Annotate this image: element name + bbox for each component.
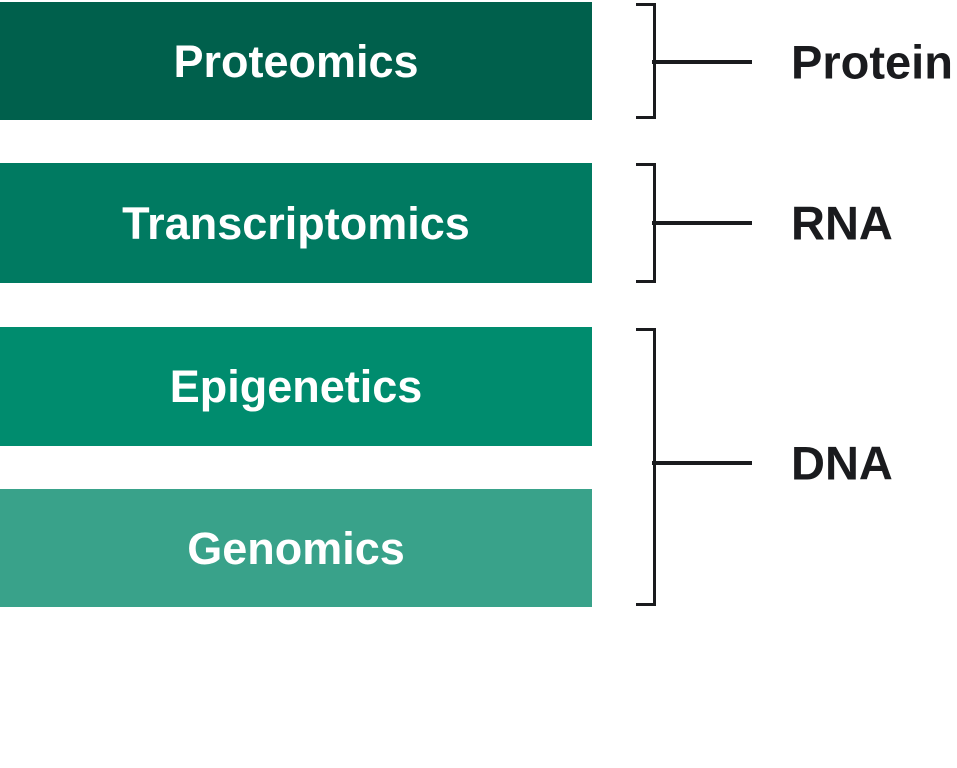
bar-proteomics-label: Proteomics [173, 35, 419, 87]
group-label-protein: Protein [791, 35, 953, 89]
bar-proteomics: Proteomics [0, 2, 592, 120]
bracket-arm-protein [652, 60, 752, 64]
group-label-dna: DNA [791, 436, 893, 490]
bracket-dna [636, 328, 656, 606]
bar-transcriptomics: Transcriptomics [0, 163, 592, 283]
bar-genomics-label: Genomics [187, 522, 405, 574]
bar-transcriptomics-label: Transcriptomics [122, 197, 470, 249]
bracket-arm-dna [652, 461, 752, 465]
bar-genomics: Genomics [0, 489, 592, 607]
group-label-rna: RNA [791, 196, 893, 250]
bar-epigenetics-label: Epigenetics [169, 361, 423, 412]
bar-epigenetics: Epigenetics [0, 327, 592, 446]
bracket-arm-rna [652, 221, 752, 225]
